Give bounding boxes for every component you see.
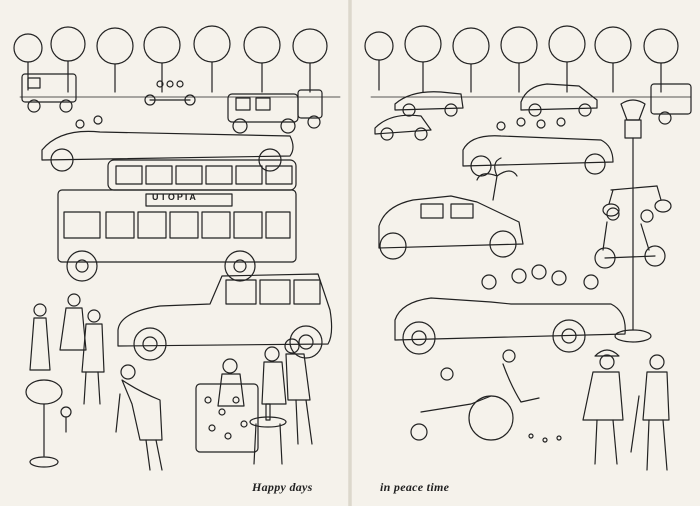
side-table (249, 403, 287, 465)
coupe (374, 114, 432, 141)
van (21, 73, 77, 113)
policeman (582, 349, 624, 465)
caption-left: Happy days (252, 480, 313, 494)
saloon-car (117, 273, 333, 361)
cyclists (144, 80, 196, 106)
armchair-couple (195, 358, 259, 453)
sedan-left (394, 91, 464, 117)
motorcycle (594, 207, 666, 269)
barrel-stand (25, 379, 72, 468)
foreground-open-car (394, 264, 626, 355)
open-tourer (462, 117, 614, 177)
right-page: in peace time (351, 0, 700, 506)
dancing-couple (261, 338, 313, 445)
wheelchair (410, 349, 540, 441)
left-illustration (13, 25, 341, 471)
pedestrians (29, 293, 105, 405)
book-gutter (348, 0, 352, 506)
saloon-car (378, 157, 524, 260)
bus-destination-sign: UTOPIA (152, 192, 198, 202)
lamp-post (602, 99, 672, 343)
tree-row (13, 25, 328, 93)
right-illustration (364, 25, 692, 471)
truck (650, 83, 692, 125)
double-decker-bus (57, 159, 297, 282)
bowing-man (115, 364, 163, 471)
sedan-right (520, 83, 598, 117)
man-with-cane (630, 354, 670, 471)
open-car (41, 115, 294, 172)
left-page: UTOPIA Happy days (0, 0, 349, 506)
small-car (227, 89, 323, 134)
tree-row (364, 25, 679, 93)
caption-right: in peace time (380, 480, 450, 494)
ground-balls (528, 433, 562, 443)
